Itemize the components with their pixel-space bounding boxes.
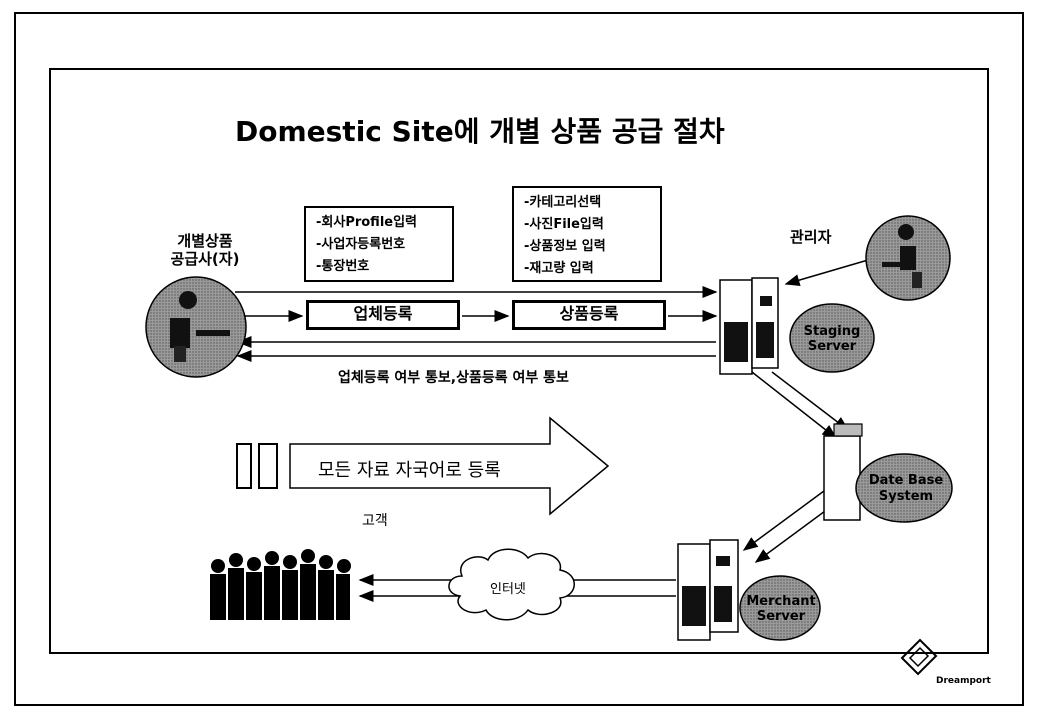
dreamport-logo-icon: [900, 638, 938, 676]
internet-cloud: [448, 548, 575, 621]
company-info-item: -통장번호: [316, 259, 370, 274]
merchant-label-line1: Merchant: [746, 594, 816, 609]
arrow-db-to-merchant-1: [742, 487, 829, 551]
product-info-item: -상품정보 입력: [524, 239, 606, 254]
arrow-admin-to-staging: [784, 259, 869, 286]
page-title: Domestic Site에 개별 상품 공급 절차: [235, 115, 725, 148]
decor-rect-1: [236, 443, 252, 489]
customers-crowd-icon: [210, 549, 351, 620]
admin-label: 관리자: [790, 228, 832, 246]
merchant-label-line2: Server: [756, 609, 806, 624]
slide-panel: [49, 68, 989, 654]
arrow-staging-to-db-2: [771, 371, 850, 431]
product-info-item: -재고량 입력: [524, 261, 594, 276]
company-info-item: -회사Profile입력: [316, 215, 418, 230]
db-label-line1: Date Base: [868, 473, 944, 488]
arrow-staging-to-db-1: [751, 371, 838, 439]
merchant-server-label: Merchant Server: [746, 594, 816, 624]
database-server-icon: [823, 423, 953, 523]
notification-text: 업체등록 여부 통보,상품등록 여부 통보: [338, 370, 569, 386]
product-info-box: -카테고리선택 -사진File입력 -상품정보 입력 -재고량 입력: [512, 186, 662, 282]
internet-label: 인터넷: [490, 582, 526, 597]
outer-frame: [14, 12, 1024, 706]
database-system-label: Date Base System: [864, 473, 948, 505]
supplier-label-line2: 공급사(자): [170, 250, 240, 268]
staging-label-line1: Staging: [803, 324, 861, 339]
product-info-item: -사진File입력: [524, 217, 604, 232]
staging-server-icon: [719, 277, 875, 375]
staging-label-line2: Server: [807, 339, 857, 354]
product-registration-step: 상품등록: [512, 300, 666, 330]
customer-label: 고객: [362, 513, 388, 529]
company-info-box: -회사Profile입력 -사업자등록번호 -통장번호: [304, 206, 454, 282]
big-arrow-text: 모든 자료 자국어로 등록: [318, 460, 501, 481]
staging-server-label: Staging Server: [800, 324, 864, 354]
supplier-label-line1: 개별상품: [177, 232, 233, 250]
db-label-line2: System: [878, 489, 934, 504]
supplier-person-icon: [145, 276, 247, 378]
dreamport-logo-text: Dreamport: [936, 676, 991, 686]
decor-rect-2: [258, 443, 278, 489]
big-hollow-arrow: [289, 416, 610, 516]
company-registration-step: 업체등록: [306, 300, 460, 330]
supplier-label: 개별상품 공급사(자): [160, 232, 250, 268]
merchant-server-icon: [677, 539, 821, 641]
product-info-item: -카테고리선택: [524, 195, 602, 210]
company-info-item: -사업자등록번호: [316, 237, 406, 252]
admin-person-icon: [865, 215, 951, 301]
